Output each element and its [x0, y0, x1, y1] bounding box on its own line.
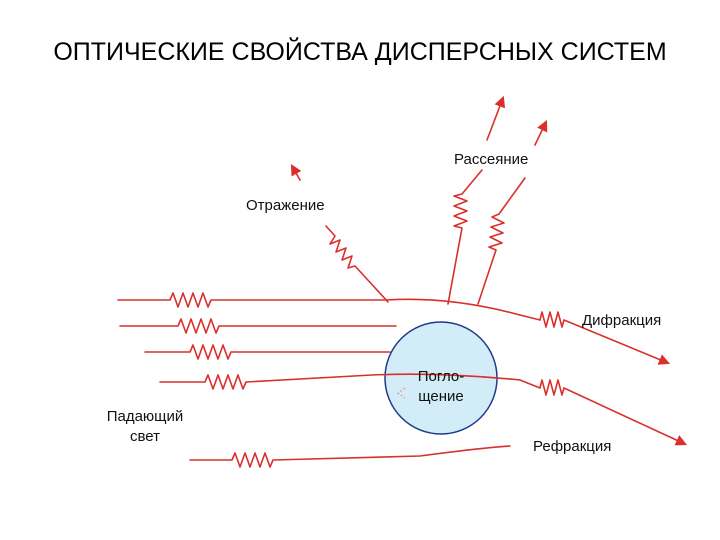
- reflection-ray: [325, 225, 389, 303]
- incident-ray-5: [189, 445, 511, 468]
- label-incident-line1: Падающий: [106, 408, 184, 425]
- scattering-arrow-2: [534, 119, 548, 146]
- diffraction-ray: [519, 311, 671, 365]
- label-diffraction: Дифракция: [582, 312, 662, 329]
- scattering-arrow-1: [486, 95, 506, 141]
- label-absorption: Погло- щение: [411, 367, 471, 407]
- label-reflection: Отражение: [246, 197, 325, 214]
- incident-ray-3: [144, 344, 391, 360]
- label-refraction: Рефракция: [533, 438, 612, 455]
- label-absorption-line2: щение: [418, 388, 464, 405]
- label-incident-light: Падающий свет: [90, 407, 200, 447]
- label-absorption-line1: Погло-: [417, 368, 465, 385]
- incident-ray-2: [119, 318, 397, 334]
- incident-ray-1: [117, 292, 521, 316]
- refraction-ray: [519, 379, 688, 446]
- scattering-ray-2: [477, 177, 526, 305]
- absorption-mark: [397, 387, 406, 399]
- label-scattering: Рассеяние: [454, 151, 529, 168]
- label-incident-line2: свет: [129, 428, 160, 445]
- scattering-ray-1: [447, 169, 483, 305]
- incident-ray-4: [159, 373, 521, 390]
- reflection-arrow: [290, 164, 302, 181]
- diagram-title: ОПТИЧЕСКИЕ СВОЙСТВА ДИСПЕРСНЫХ СИСТЕМ: [53, 38, 667, 66]
